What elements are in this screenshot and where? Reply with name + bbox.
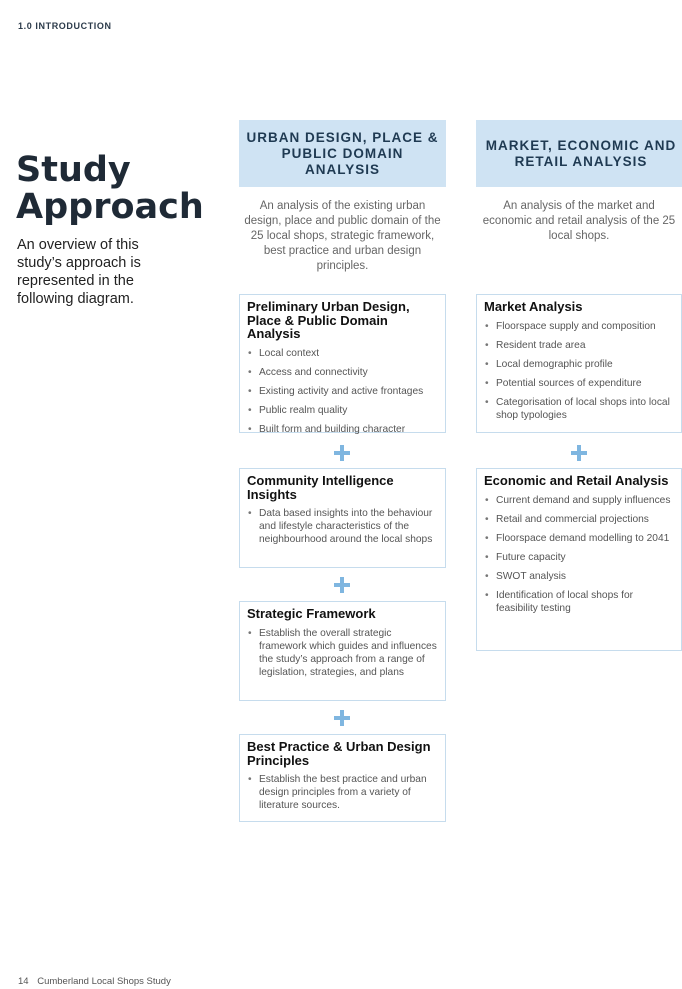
box-preliminary-analysis: Preliminary Urban Design, Place & Public… — [239, 294, 446, 436]
plus-icon — [571, 445, 587, 461]
bullet-list: Floorspace supply and composition Reside… — [484, 320, 674, 422]
column-urban-design: URBAN DESIGN, PLACE & PUBLIC DOMAIN ANAL… — [239, 120, 446, 274]
page-number: 14 — [18, 976, 29, 987]
plus-icon — [334, 710, 350, 726]
list-item: Retail and commercial projections — [484, 513, 674, 526]
list-item: Future capacity — [484, 551, 674, 564]
title-line-1: Study — [16, 150, 131, 190]
list-item: SWOT analysis — [484, 570, 674, 583]
list-item: Potential sources of expenditure — [484, 377, 674, 390]
list-item: Floorspace supply and composition — [484, 320, 674, 333]
list-item: Access and connectivity — [247, 366, 438, 379]
bullet-list: Establish the overall strategic framewor… — [247, 627, 438, 679]
box-title: Preliminary Urban Design, Place & Public… — [247, 299, 410, 341]
box-community-insights: Community Intelligence Insights Data bas… — [239, 468, 446, 568]
box-title: Economic and Retail Analysis — [484, 473, 669, 488]
box-best-practice: Best Practice & Urban Design Principles … — [239, 734, 446, 822]
box-strategic-framework: Strategic Framework Establish the overal… — [239, 601, 446, 701]
list-item: Floorspace demand modelling to 2041 — [484, 532, 674, 545]
document-title: Cumberland Local Shops Study — [37, 976, 171, 987]
column-header: MARKET, ECONOMIC AND RETAIL ANALYSIS — [476, 120, 682, 187]
list-item: Current demand and supply influences — [484, 494, 674, 507]
bullet-list: Establish the best practice and urban de… — [247, 773, 438, 812]
list-item: Built form and building character — [247, 423, 438, 436]
plus-icon — [334, 577, 350, 593]
box-market-analysis: Market Analysis Floorspace supply and co… — [476, 294, 682, 433]
column-description: An analysis of the market and economic a… — [482, 200, 676, 242]
box-title: Strategic Framework — [247, 606, 376, 621]
list-item: Resident trade area — [484, 339, 674, 352]
column-header: URBAN DESIGN, PLACE & PUBLIC DOMAIN ANAL… — [239, 120, 446, 187]
box-title: Market Analysis — [484, 299, 583, 314]
bullet-list: Local context Access and connectivity Ex… — [247, 347, 438, 436]
list-item: Data based insights into the behaviour a… — [247, 507, 438, 546]
box-title: Best Practice & Urban Design Principles — [247, 739, 431, 768]
list-item: Identification of local shops for feasib… — [484, 589, 674, 615]
box-title: Community Intelligence Insights — [247, 473, 394, 502]
column-market-analysis: MARKET, ECONOMIC AND RETAIL ANALYSIS An … — [476, 120, 682, 244]
list-item: Establish the overall strategic framewor… — [247, 627, 438, 679]
list-item: Local demographic profile — [484, 358, 674, 371]
bullet-list: Current demand and supply influences Ret… — [484, 494, 674, 615]
list-item: Public realm quality — [247, 404, 438, 417]
column-description: An analysis of the existing urban design… — [244, 200, 441, 272]
list-item: Categorisation of local shops into local… — [484, 396, 674, 422]
list-item: Local context — [247, 347, 438, 360]
box-economic-retail-analysis: Economic and Retail Analysis Current dem… — [476, 468, 682, 651]
page-footer: 14 Cumberland Local Shops Study — [18, 976, 177, 987]
list-item: Existing activity and active frontages — [247, 385, 438, 398]
title-line-2: Approach — [16, 187, 204, 227]
bullet-list: Data based insights into the behaviour a… — [247, 507, 438, 546]
list-item: Establish the best practice and urban de… — [247, 773, 438, 812]
plus-icon — [334, 445, 350, 461]
intro-text: An overview of this study’s approach is … — [17, 237, 141, 307]
section-label: 1.0 INTRODUCTION — [18, 21, 112, 31]
page-title: Study Approach — [16, 152, 204, 226]
